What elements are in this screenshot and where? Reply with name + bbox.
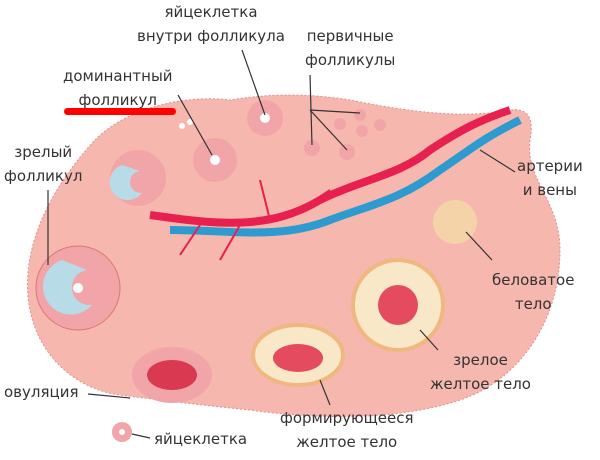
label-line: первичные xyxy=(306,27,394,45)
label-line: внутри фолликула xyxy=(137,27,285,45)
label-line: фолликул xyxy=(78,91,157,109)
label-line: яйцеклетка xyxy=(164,3,258,21)
ruptured-follicle xyxy=(132,347,212,403)
forming-corpus-luteum xyxy=(251,323,345,387)
artery-branches xyxy=(179,179,331,261)
label-forming-corpus-luteum: формирующееся желтое тело xyxy=(280,406,413,454)
corpus-albicans xyxy=(433,200,477,244)
label-egg-in-follicle: яйцеклетка внутри фолликула xyxy=(137,0,285,48)
label-mature-corpus-luteum: зрелое желтое тело xyxy=(430,348,531,396)
label-mature-follicle: зрелый фолликул xyxy=(4,140,82,188)
dominant-follicle xyxy=(193,138,237,182)
label-line: зрелый xyxy=(14,143,73,161)
artery xyxy=(149,106,512,227)
label-line: зрелое xyxy=(453,351,508,369)
label-line: артерии xyxy=(517,157,583,175)
label-corpus-albicans: беловатое тело xyxy=(492,268,574,316)
label-line: желтое тело xyxy=(430,375,531,393)
label-vessels: артерии и вены xyxy=(517,154,583,202)
released-egg xyxy=(112,422,132,442)
label-line: фолликулы xyxy=(305,51,396,69)
label-line: формирующееся xyxy=(280,409,414,427)
label-line: беловатое xyxy=(492,271,575,289)
label-egg: яйцеклетка xyxy=(154,430,248,448)
label-dominant-follicle: доминантный фолликул xyxy=(63,64,173,112)
leader-lines xyxy=(47,49,516,439)
highlight-underline xyxy=(64,108,176,115)
primary-follicles xyxy=(179,109,386,160)
label-line: доминантный xyxy=(63,67,173,85)
vein xyxy=(169,116,522,237)
egg-follicle xyxy=(247,100,283,136)
label-line: и вены xyxy=(522,181,577,199)
label-line: желтое тело xyxy=(296,433,398,451)
label-line: тело xyxy=(514,295,552,313)
label-ovulation: овуляция xyxy=(4,383,79,401)
label-primary-follicles: первичные фолликулы xyxy=(305,24,395,72)
growing-follicle xyxy=(109,150,166,206)
label-line: фолликул xyxy=(4,167,83,185)
mature-follicle xyxy=(35,245,121,331)
mature-corpus-luteum xyxy=(351,258,445,352)
